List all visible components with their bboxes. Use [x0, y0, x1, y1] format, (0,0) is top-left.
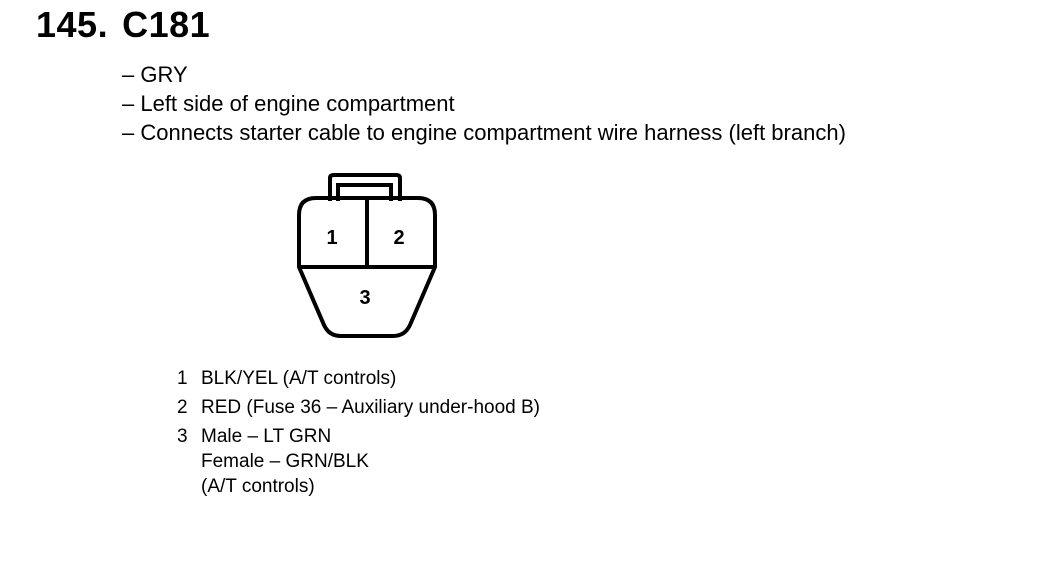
description-color: – GRY — [122, 62, 188, 87]
pin-line: Male – LT GRN — [201, 426, 332, 447]
pin-row-3: 3 Male – LT GRN Female – GRN/BLK (A/T co… — [177, 424, 540, 499]
connector-face-diagram: 1 2 3 — [297, 173, 437, 338]
connector-id: C181 — [122, 4, 211, 45]
pin-number: 3 — [177, 426, 188, 447]
latch-tab-outer — [328, 173, 402, 201]
pin-line: RED (Fuse 36 – Auxiliary under-hood B) — [201, 397, 540, 418]
connector-description: – GRY – Left side of engine compartment … — [122, 60, 846, 147]
pin-description: Male – LT GRN Female – GRN/BLK (A/T cont… — [201, 424, 369, 499]
pin-row-2: 2 RED (Fuse 36 – Auxiliary under-hood B) — [177, 395, 540, 420]
pin-list: 1 BLK/YEL (A/T controls) 2 RED (Fuse 36 … — [177, 366, 540, 499]
cavity-label-3: 3 — [359, 287, 370, 309]
cavity-label-2: 2 — [393, 227, 404, 249]
latch-tab-inner — [336, 183, 393, 201]
cavity-label-1: 1 — [326, 227, 337, 249]
page-title: 145. C181 — [36, 4, 210, 46]
connector-body-outline — [297, 196, 437, 338]
pin-description: RED (Fuse 36 – Auxiliary under-hood B) — [201, 395, 540, 420]
pin-line: BLK/YEL (A/T controls) — [201, 368, 397, 389]
pin-description: BLK/YEL (A/T controls) — [201, 366, 396, 391]
pin-row-1: 1 BLK/YEL (A/T controls) — [177, 366, 540, 391]
pin-number: 2 — [177, 397, 188, 418]
description-function: – Connects starter cable to engine compa… — [122, 120, 846, 145]
pin-number: 1 — [177, 368, 188, 389]
item-number: 145. — [36, 4, 109, 45]
pin-line: (A/T controls) — [201, 476, 315, 497]
pin-line: Female – GRN/BLK — [201, 451, 369, 472]
description-location: – Left side of engine compartment — [122, 91, 455, 116]
